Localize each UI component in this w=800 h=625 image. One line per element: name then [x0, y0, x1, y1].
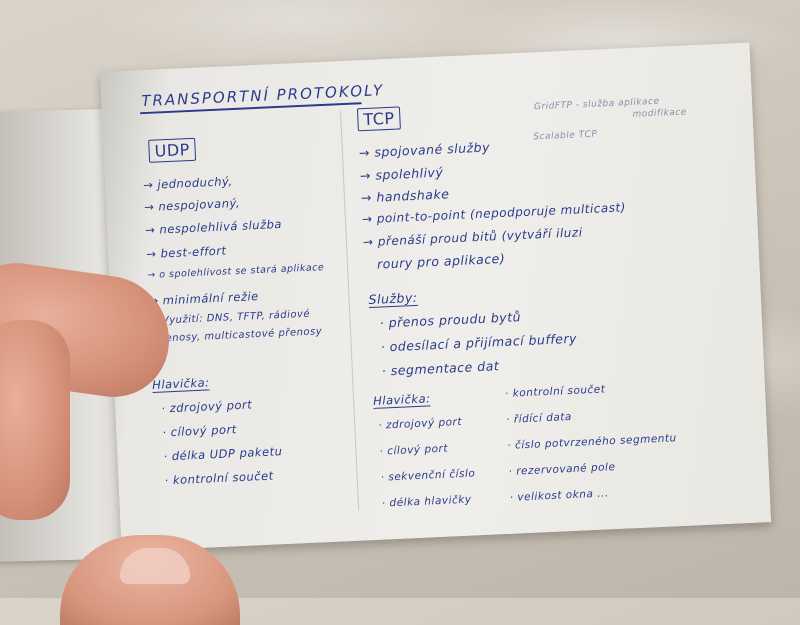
udp-item: → jednoduchý,	[142, 174, 233, 193]
tcp-item: → handshake	[360, 186, 450, 206]
thumbnail	[120, 548, 190, 584]
notebook-page: TRANSPORTNÍ PROTOKOLY UDP → jednoduchý, …	[100, 42, 772, 552]
tcp-header-field: · cílový port	[379, 442, 449, 458]
tcp-header-field: · velikost okna ...	[509, 487, 609, 504]
tcp-item: → přenáší proud bitů (vytváří iluzi	[362, 225, 583, 250]
tcp-service: · přenos proudu bytů	[379, 309, 522, 331]
side-note: Scalable TCP	[533, 129, 598, 143]
udp-item: → o spolehlivost se stará aplikace	[147, 262, 325, 282]
tcp-service: · segmentace dat	[381, 358, 500, 379]
udp-heading: UDP	[148, 137, 197, 163]
tcp-item: → spolehlivý	[359, 164, 444, 184]
tcp-service: · odesílací a přijímací buffery	[380, 330, 578, 355]
tcp-header-field: · číslo potvrzeného segmentu	[507, 432, 677, 452]
udp-item: → nespolehlivá služba	[144, 216, 283, 238]
udp-header-field: · délka UDP paketu	[163, 444, 283, 464]
tcp-header-field: · délka hlavičky	[381, 493, 472, 510]
udp-header-field: · cílový port	[162, 422, 238, 440]
udp-item: → best-effort	[145, 243, 227, 262]
tcp-header-field: · sekvenční číslo	[380, 467, 476, 484]
tcp-header-field: · zdrojový port	[378, 415, 463, 432]
tcp-item: → point-to-point (nepodporuje multicast)	[361, 200, 627, 227]
udp-header-field: · kontrolní součet	[164, 468, 274, 488]
tcp-item: roury pro aplikace)	[376, 250, 506, 272]
tcp-header-label: Hlavička:	[372, 391, 431, 409]
udp-item: → nespojovaný,	[143, 195, 241, 215]
udp-heading-text: UDP	[148, 137, 197, 163]
udp-item: přenosy, multicastové přenosy	[153, 326, 323, 345]
udp-item: → minimální režie	[148, 289, 260, 309]
tcp-header-field: · rezervované pole	[508, 461, 616, 478]
tcp-heading-text: TCP	[356, 106, 402, 132]
tcp-header-field: · řídící data	[505, 410, 573, 426]
tcp-services-label: Služby:	[368, 289, 418, 309]
udp-header-label: Hlavička:	[151, 375, 210, 393]
tcp-heading: TCP	[356, 106, 402, 132]
column-divider	[340, 111, 360, 511]
udp-item: → Využití: DNS, TFTP, rádiové	[149, 308, 311, 328]
udp-header-field: · zdrojový port	[161, 397, 253, 416]
side-note: modifikace	[632, 107, 688, 120]
left-hand-palm	[0, 320, 70, 520]
tcp-header-field: · kontrolní součet	[504, 383, 606, 400]
tcp-item: → spojované služby	[358, 139, 491, 161]
